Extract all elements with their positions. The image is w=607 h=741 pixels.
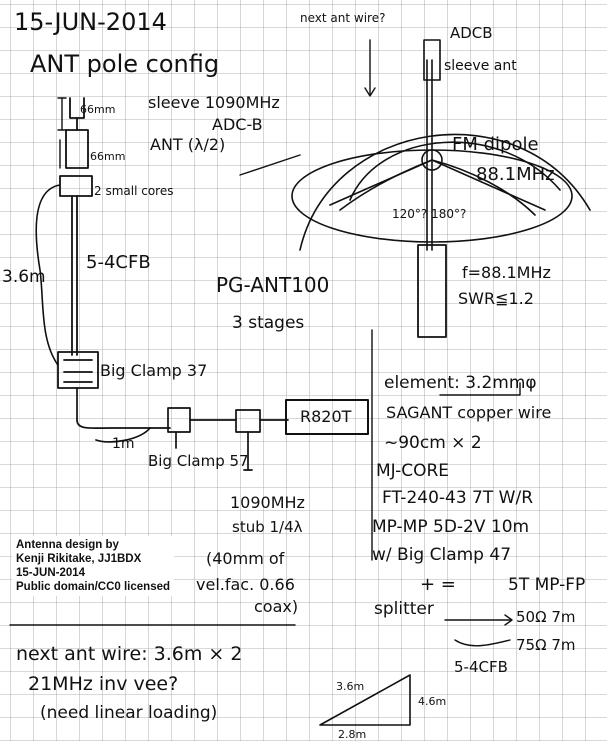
plus-eq: + = <box>420 574 456 595</box>
sleeve-model: ADC-B <box>212 115 263 134</box>
splitter-label: splitter <box>374 599 434 619</box>
page-title: ANT pole config <box>30 50 219 78</box>
fm-freq-label: 88.1MHz <box>476 164 555 185</box>
ferrite-spec: FT-240-43 7T W/R <box>382 488 533 508</box>
sleeve-ant-label: sleeve ant <box>444 58 517 74</box>
element-spec: element: 3.2mmφ <box>384 373 537 393</box>
split-a-label: 50Ω 7m <box>516 608 575 626</box>
feedline-horizontal <box>76 387 289 471</box>
receiver-label: R820T <box>300 407 352 426</box>
big-clamp-bottom-label: Big Clamp 57 <box>148 452 249 470</box>
pg-ant-label: PG-ANT100 <box>216 273 329 297</box>
pole-length: 3.6m <box>2 267 46 287</box>
triangle-side: 4.6m <box>418 695 446 708</box>
credit-block: Antenna design by Kenji Rikitake, JJ1BDX… <box>12 536 175 596</box>
sleeve-freq: sleeve 1090MHz <box>148 93 280 112</box>
credit-line-4: Public domain/CC0 licensed <box>16 581 171 593</box>
stages-label: 3 stages <box>232 313 304 333</box>
next-ant-note: next ant wire: 3.6m × 2 <box>16 643 242 665</box>
inv-vee-note: 21MHz inv vee? <box>28 673 178 695</box>
wire-length: ~90cm × 2 <box>384 433 482 453</box>
triangle-base: 2.8m <box>338 728 366 741</box>
split-cable-label: 5-4CFB <box>454 658 508 676</box>
vel-factor-label: vel.fac. 0.66 <box>196 575 295 594</box>
mj-core: MJ-CORE <box>376 461 449 481</box>
dimension-brackets <box>57 97 67 169</box>
copper-wire: SAGANT copper wire <box>386 403 551 422</box>
quarter-wave-label: stub 1/4λ <box>232 518 303 536</box>
date-heading: 15-JUN-2014 <box>14 8 167 36</box>
balun-box <box>417 244 447 338</box>
clamp-47-label: w/ Big Clamp 47 <box>372 545 511 565</box>
top-note: next ant wire? <box>300 11 385 25</box>
turns-label: 5T MP-FP <box>508 575 585 595</box>
big-clamp-top <box>57 351 99 389</box>
coax-word-label: coax) <box>254 597 298 616</box>
receiver-box <box>285 399 369 435</box>
big-clamp-top-label: Big Clamp 37 <box>100 361 207 380</box>
coax-loop-left <box>35 184 61 366</box>
cable-short-label: 1m <box>112 436 135 452</box>
credit-line-3: 15-JUN-2014 <box>16 567 86 579</box>
loading-note: (need linear loading) <box>40 703 217 723</box>
split-b-label: 75Ω 7m <box>516 636 575 654</box>
mp-cable: MP-MP 5D-2V 10m <box>372 517 529 537</box>
coax-len-label: (40mm of <box>206 549 285 568</box>
fm-dipole-label: FM dipole <box>452 134 539 155</box>
ant-half-wave: ANT (λ/2) <box>150 135 225 154</box>
arrows-annotations <box>239 39 521 647</box>
fm-dipole-drawing <box>291 39 591 251</box>
size-triangle <box>319 674 411 726</box>
credit-line-2: Kenji Rikitake, JJ1BDX <box>16 553 142 565</box>
balun-freq: f=88.1MHz <box>462 263 551 282</box>
dim-label-a: 66mm <box>80 103 115 116</box>
balun-swr: SWR≦1.2 <box>458 289 534 308</box>
credit-line-1: Antenna design by <box>16 539 119 551</box>
small-cores: 2 small cores <box>94 184 173 198</box>
cable-5c4: 5-4CFB <box>86 252 151 273</box>
dim-label-b: 66mm <box>90 150 125 163</box>
freq-1090-label: 1090MHz <box>230 493 305 512</box>
sleeve-antenna-drawing <box>59 97 93 356</box>
adcb-label: ADCB <box>450 24 493 42</box>
center-note: 120°? 180°? <box>392 207 466 221</box>
triangle-height: 3.6m <box>336 680 364 693</box>
